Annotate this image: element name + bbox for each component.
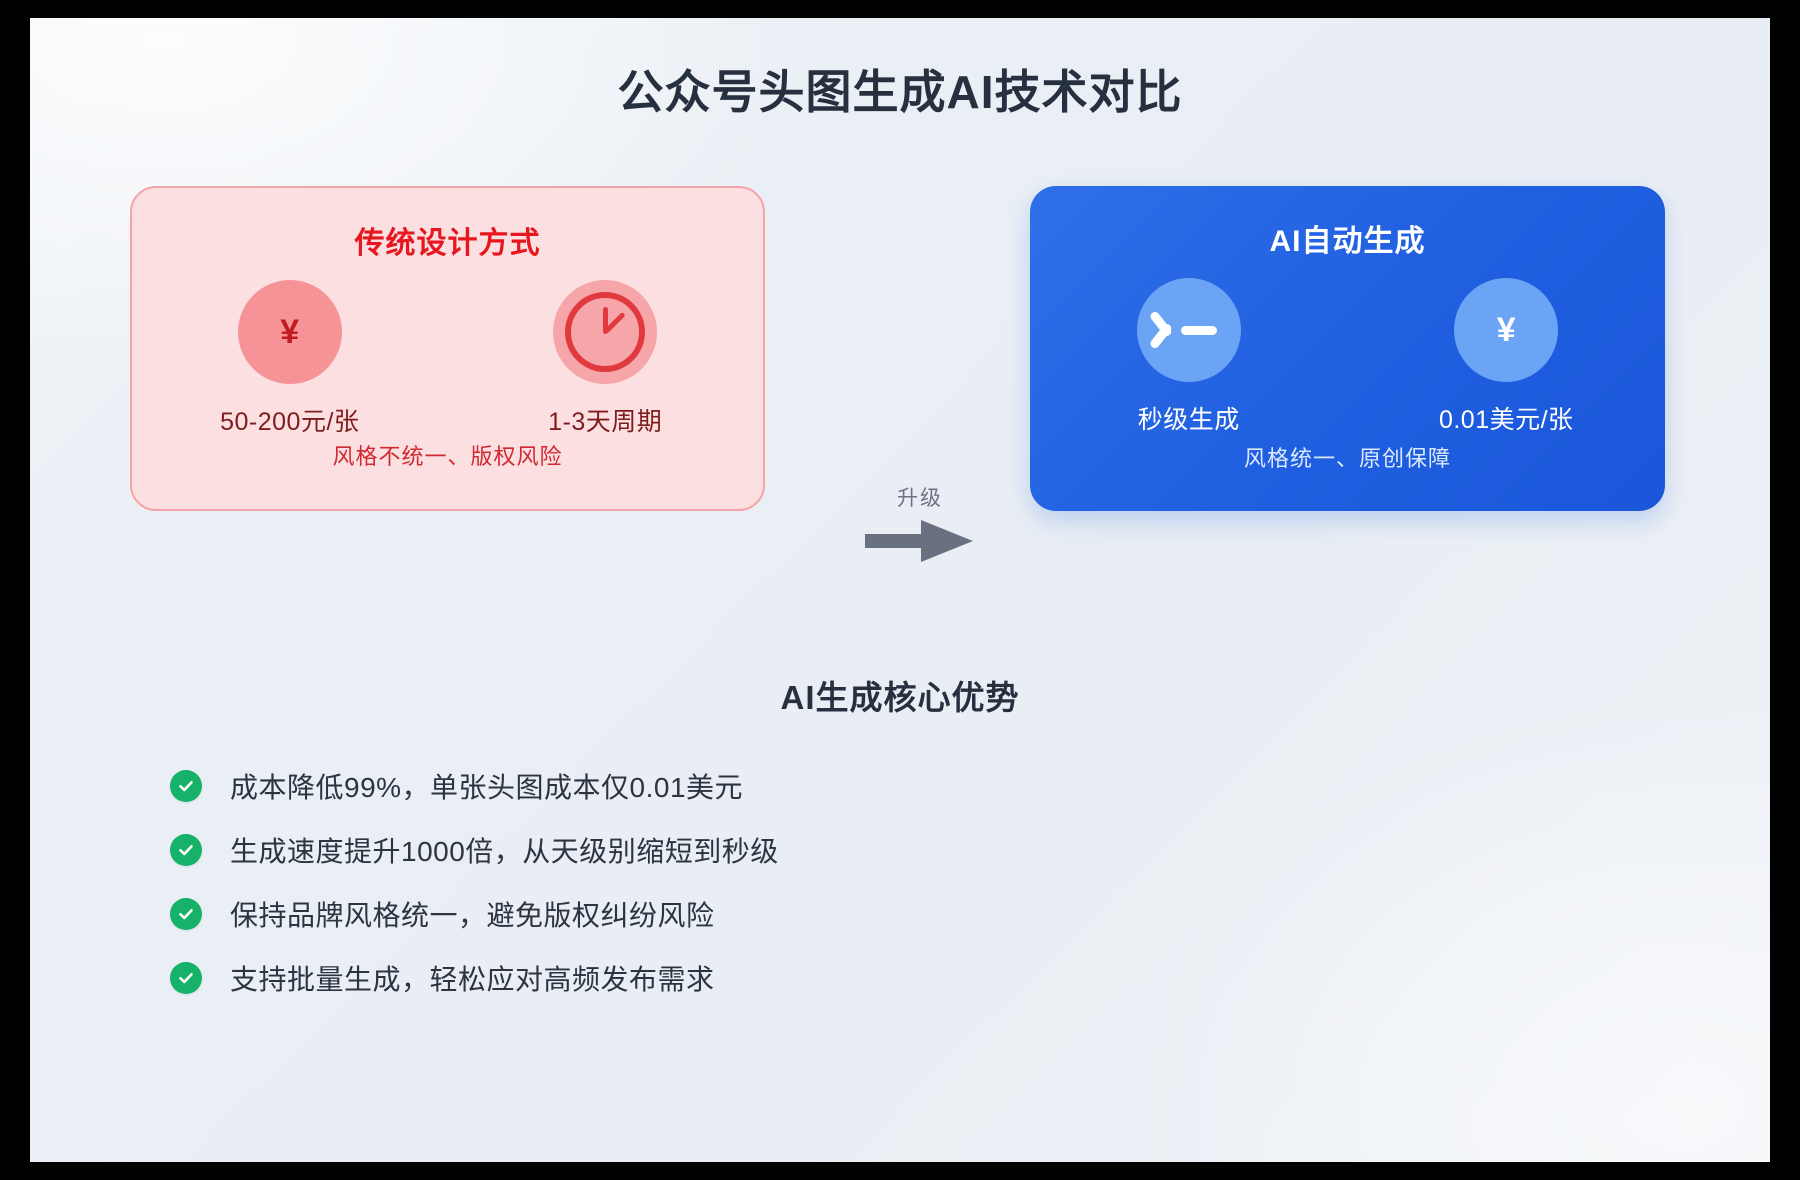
upgrade-indicator: 升级 [850,482,990,592]
list-item-label: 成本降低99%，单张头图成本仅0.01美元 [230,772,744,803]
list-item: 保持品牌风格统一，避免版权纠纷风险 [170,891,779,937]
traditional-card-title: 传统设计方式 [354,227,541,260]
arrow-right-icon [865,520,975,562]
clock-icon [553,280,658,384]
traditional-card: 传统设计方式 ¥ 50-200元/张 [130,186,765,511]
check-circle-icon [170,898,202,930]
yen-glyph: ¥ [280,313,300,351]
traditional-metric-cost: ¥ 50-200元/张 [185,280,395,438]
list-item-label: 支持批量生成，轻松应对高频发布需求 [230,964,715,995]
ai-metric-speed: 秒级生成 [1084,278,1294,436]
ai-metric-cost: ¥ 0.01美元/张 [1401,278,1611,436]
yen-icon: ¥ [1454,278,1559,382]
comparison-section: 传统设计方式 ¥ 50-200元/张 [30,186,1770,562]
check-circle-icon [170,834,202,866]
upgrade-label: 升级 [897,487,943,510]
check-circle-icon [170,962,202,994]
ai-card-title: AI自动生成 [1269,225,1426,258]
list-item: 生成速度提升1000倍，从天级别缩短到秒级 [170,827,779,873]
list-item-label: 保持品牌风格统一，避免版权纠纷风险 [230,900,715,931]
list-item-label: 生成速度提升1000倍，从天级别缩短到秒级 [230,836,779,867]
traditional-metric-cost-label: 50-200元/张 [220,408,360,436]
speed-clock-icon [1136,278,1241,382]
advantages-title: AI生成核心优势 [780,679,1020,716]
check-circle-icon [170,770,202,802]
yen-glyph: ¥ [1496,311,1516,349]
yen-icon: ¥ [237,280,342,384]
ai-metric-speed-label: 秒级生成 [1137,406,1240,434]
ai-metrics: 秒级生成 ¥ 0.01美元/张 [1030,278,1665,434]
ai-metric-cost-label: 0.01美元/张 [1438,406,1574,434]
advantages-list: 成本降低99%，单张头图成本仅0.01美元 生成速度提升1000倍，从天级别缩短… [170,763,779,1019]
list-item: 支持批量生成，轻松应对高频发布需求 [170,955,779,1001]
slide-canvas: 公众号头图生成AI技术对比 传统设计方式 ¥ 50-200元/张 [30,18,1770,1162]
ai-card-note: 风格统一、原创保障 [1243,446,1451,471]
traditional-metrics: ¥ 50-200元/张 1-3天周期 [132,280,763,436]
traditional-metric-time-label: 1-3天周期 [548,408,663,436]
traditional-metric-time: 1-3天周期 [500,280,710,438]
ai-card: AI自动生成 秒级生成 ¥ 0.01美元/张 [1030,186,1665,511]
page-title: 公众号头图生成AI技术对比 [617,66,1183,118]
list-item: 成本降低99%，单张头图成本仅0.01美元 [170,763,779,809]
traditional-card-note: 风格不统一、版权风险 [332,444,563,469]
